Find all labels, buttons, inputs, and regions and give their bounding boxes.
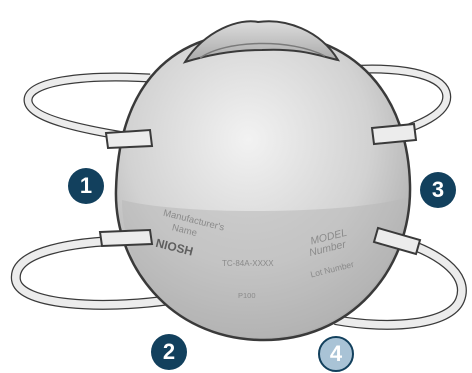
callout-4: 4 bbox=[318, 336, 354, 372]
filter-class: P100 bbox=[238, 291, 256, 300]
callout-2: 2 bbox=[151, 334, 187, 370]
callout-3: 3 bbox=[420, 172, 456, 208]
approval-number: TC-84A-XXXX bbox=[222, 259, 274, 268]
callout-1: 1 bbox=[68, 168, 104, 204]
